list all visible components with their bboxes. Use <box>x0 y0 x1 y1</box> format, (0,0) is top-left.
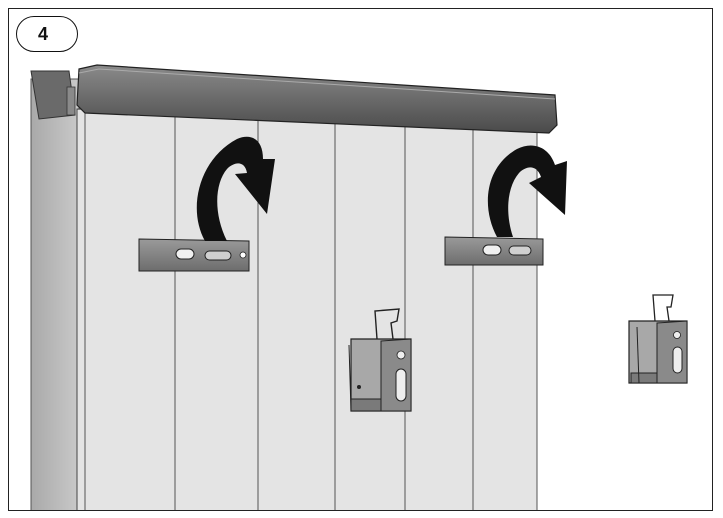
rotate-clockwise-arrow-icon <box>196 136 275 241</box>
radiator-top-cap <box>76 64 558 134</box>
radiator-side-panel <box>30 70 80 510</box>
step-number-badge: 4 <box>16 16 78 52</box>
radiator-clip-right <box>628 294 688 384</box>
rotate-clockwise-arrow-icon <box>487 145 567 237</box>
radiator-front-panel <box>76 108 538 510</box>
wall-bracket-left <box>138 238 250 272</box>
step-number: 4 <box>37 23 48 44</box>
instruction-frame: 4 <box>8 8 713 511</box>
radiator-clip-center <box>348 308 412 412</box>
wall-bracket-right <box>444 236 544 266</box>
assembly-illustration <box>30 64 688 510</box>
